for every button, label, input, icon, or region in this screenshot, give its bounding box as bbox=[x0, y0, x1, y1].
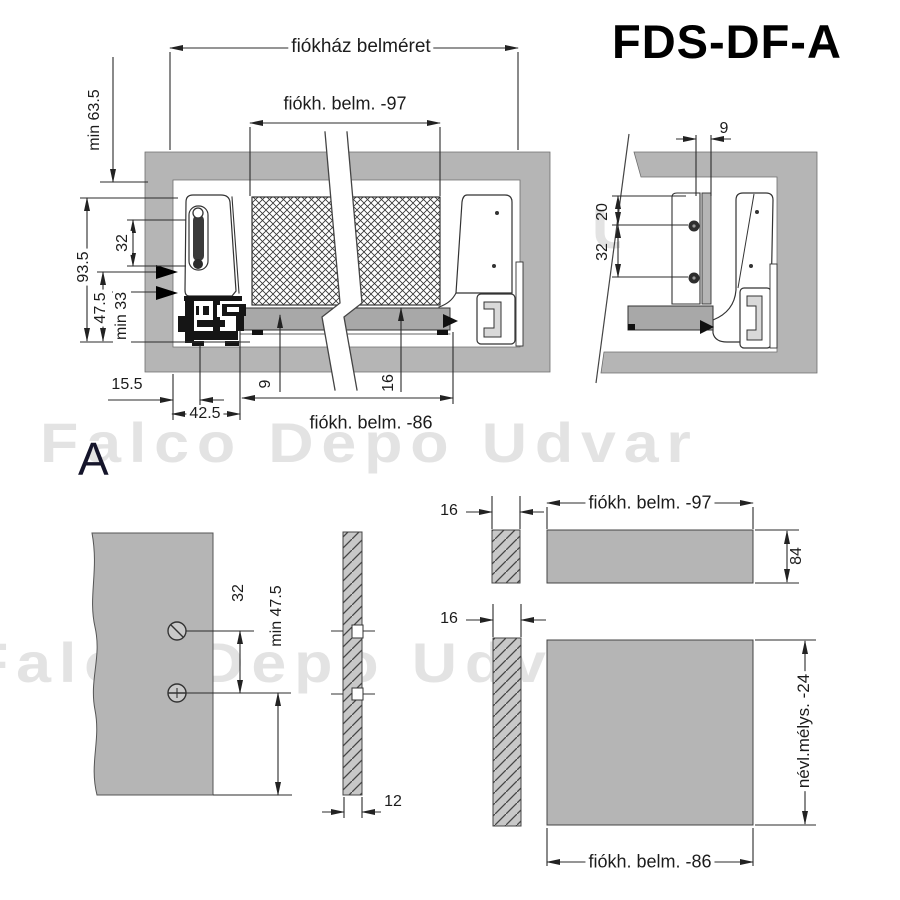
screw-slot-upper bbox=[170, 624, 184, 638]
side-section-tall-hatch bbox=[493, 638, 521, 826]
back-bracket bbox=[671, 192, 701, 305]
cabinet-corner-walls bbox=[600, 151, 818, 374]
back-panel-blank-bottom bbox=[546, 639, 754, 826]
panel-section-drawing bbox=[331, 531, 375, 796]
slide-mechanism bbox=[178, 296, 246, 346]
back-panel-top-drawing bbox=[491, 529, 754, 584]
dim-32-plan: 32 bbox=[114, 231, 132, 255]
side-section-small-hatch bbox=[492, 530, 520, 583]
left-slide-bracket bbox=[184, 194, 240, 297]
back-panel-section bbox=[701, 192, 712, 305]
dim-depth-minus-24: névl.mélys. -24 bbox=[794, 670, 814, 792]
dowel-hole-upper bbox=[351, 624, 364, 639]
dim-15-5: 15.5 bbox=[111, 376, 143, 393]
bottom-clip-arrow-right bbox=[700, 320, 714, 334]
dim-min-47-5: min 47.5 bbox=[268, 585, 285, 647]
panel-section-hatch bbox=[343, 532, 362, 795]
side-panel-drawing bbox=[91, 532, 214, 796]
cabinet-walls bbox=[144, 151, 551, 373]
bottom-clip-arrow bbox=[443, 314, 458, 328]
drawer-bottom-section bbox=[627, 305, 714, 331]
dim-42-5: 42.5 bbox=[186, 405, 224, 423]
dim-20-rear: 20 bbox=[594, 203, 611, 221]
dim-min-63-5: min 63.5 bbox=[86, 89, 103, 151]
right-drawer-side bbox=[438, 194, 524, 347]
dim-min-33: min 33 bbox=[113, 288, 131, 344]
screw-upper-center bbox=[692, 224, 696, 228]
dim-16-plan: 16 bbox=[380, 374, 397, 392]
mount-arrow-upper bbox=[156, 265, 178, 279]
dim-32-side-panel: 32 bbox=[230, 584, 247, 602]
dim-93-5: 93.5 bbox=[75, 248, 93, 286]
dim-belm-minus-86-plan: fiókh. belm. -86 bbox=[309, 412, 433, 433]
dim-9-rear: 9 bbox=[719, 120, 729, 137]
dim-16-back-bottom: 16 bbox=[440, 610, 458, 627]
bottom-nub-right bbox=[437, 330, 448, 335]
dim-belm-minus-97-back: fiókh. belm. -97 bbox=[585, 492, 715, 514]
dim-16-back-top: 16 bbox=[440, 502, 458, 519]
dim-47-5: 47.5 bbox=[92, 289, 110, 327]
rivet-dot-1 bbox=[755, 210, 759, 214]
dowel-hole-lower bbox=[351, 687, 364, 701]
cut-line bbox=[595, 133, 630, 384]
break-line-band bbox=[321, 131, 363, 391]
dimension-lines bbox=[80, 45, 816, 866]
runner-rail bbox=[769, 263, 778, 349]
back-panel-bottom-drawing bbox=[492, 637, 754, 827]
dim-84: 84 bbox=[788, 547, 805, 565]
dim-housing-inner-width: fiókház belméret bbox=[288, 36, 434, 58]
dim-9-plan: 9 bbox=[257, 379, 274, 389]
rivet-dot-2 bbox=[749, 264, 753, 268]
mount-arrow-lower bbox=[156, 286, 178, 300]
dim-32-rear: 32 bbox=[594, 243, 611, 261]
bottom-clip-left bbox=[628, 324, 635, 330]
section-a-label: A bbox=[78, 433, 109, 485]
rear-detail-drawing bbox=[595, 133, 818, 384]
watermark-row-2: Falco Depo Udvar bbox=[40, 411, 699, 474]
bottom-nub-left bbox=[252, 330, 263, 335]
page-title: FDS-DF-A bbox=[612, 15, 842, 68]
dim-12: 12 bbox=[384, 793, 402, 810]
dim-belm-minus-97: fiókh. belm. -97 bbox=[283, 93, 407, 114]
plan-view-drawing bbox=[144, 131, 551, 391]
screw-lower-center bbox=[692, 276, 696, 280]
back-panel-blank-top bbox=[546, 529, 754, 584]
runner-profile-inner bbox=[746, 295, 763, 341]
side-taper-line bbox=[737, 193, 755, 289]
dim-belm-minus-86-back: fiókh. belm. -86 bbox=[585, 851, 715, 873]
cabinet-side-panel bbox=[91, 532, 214, 796]
